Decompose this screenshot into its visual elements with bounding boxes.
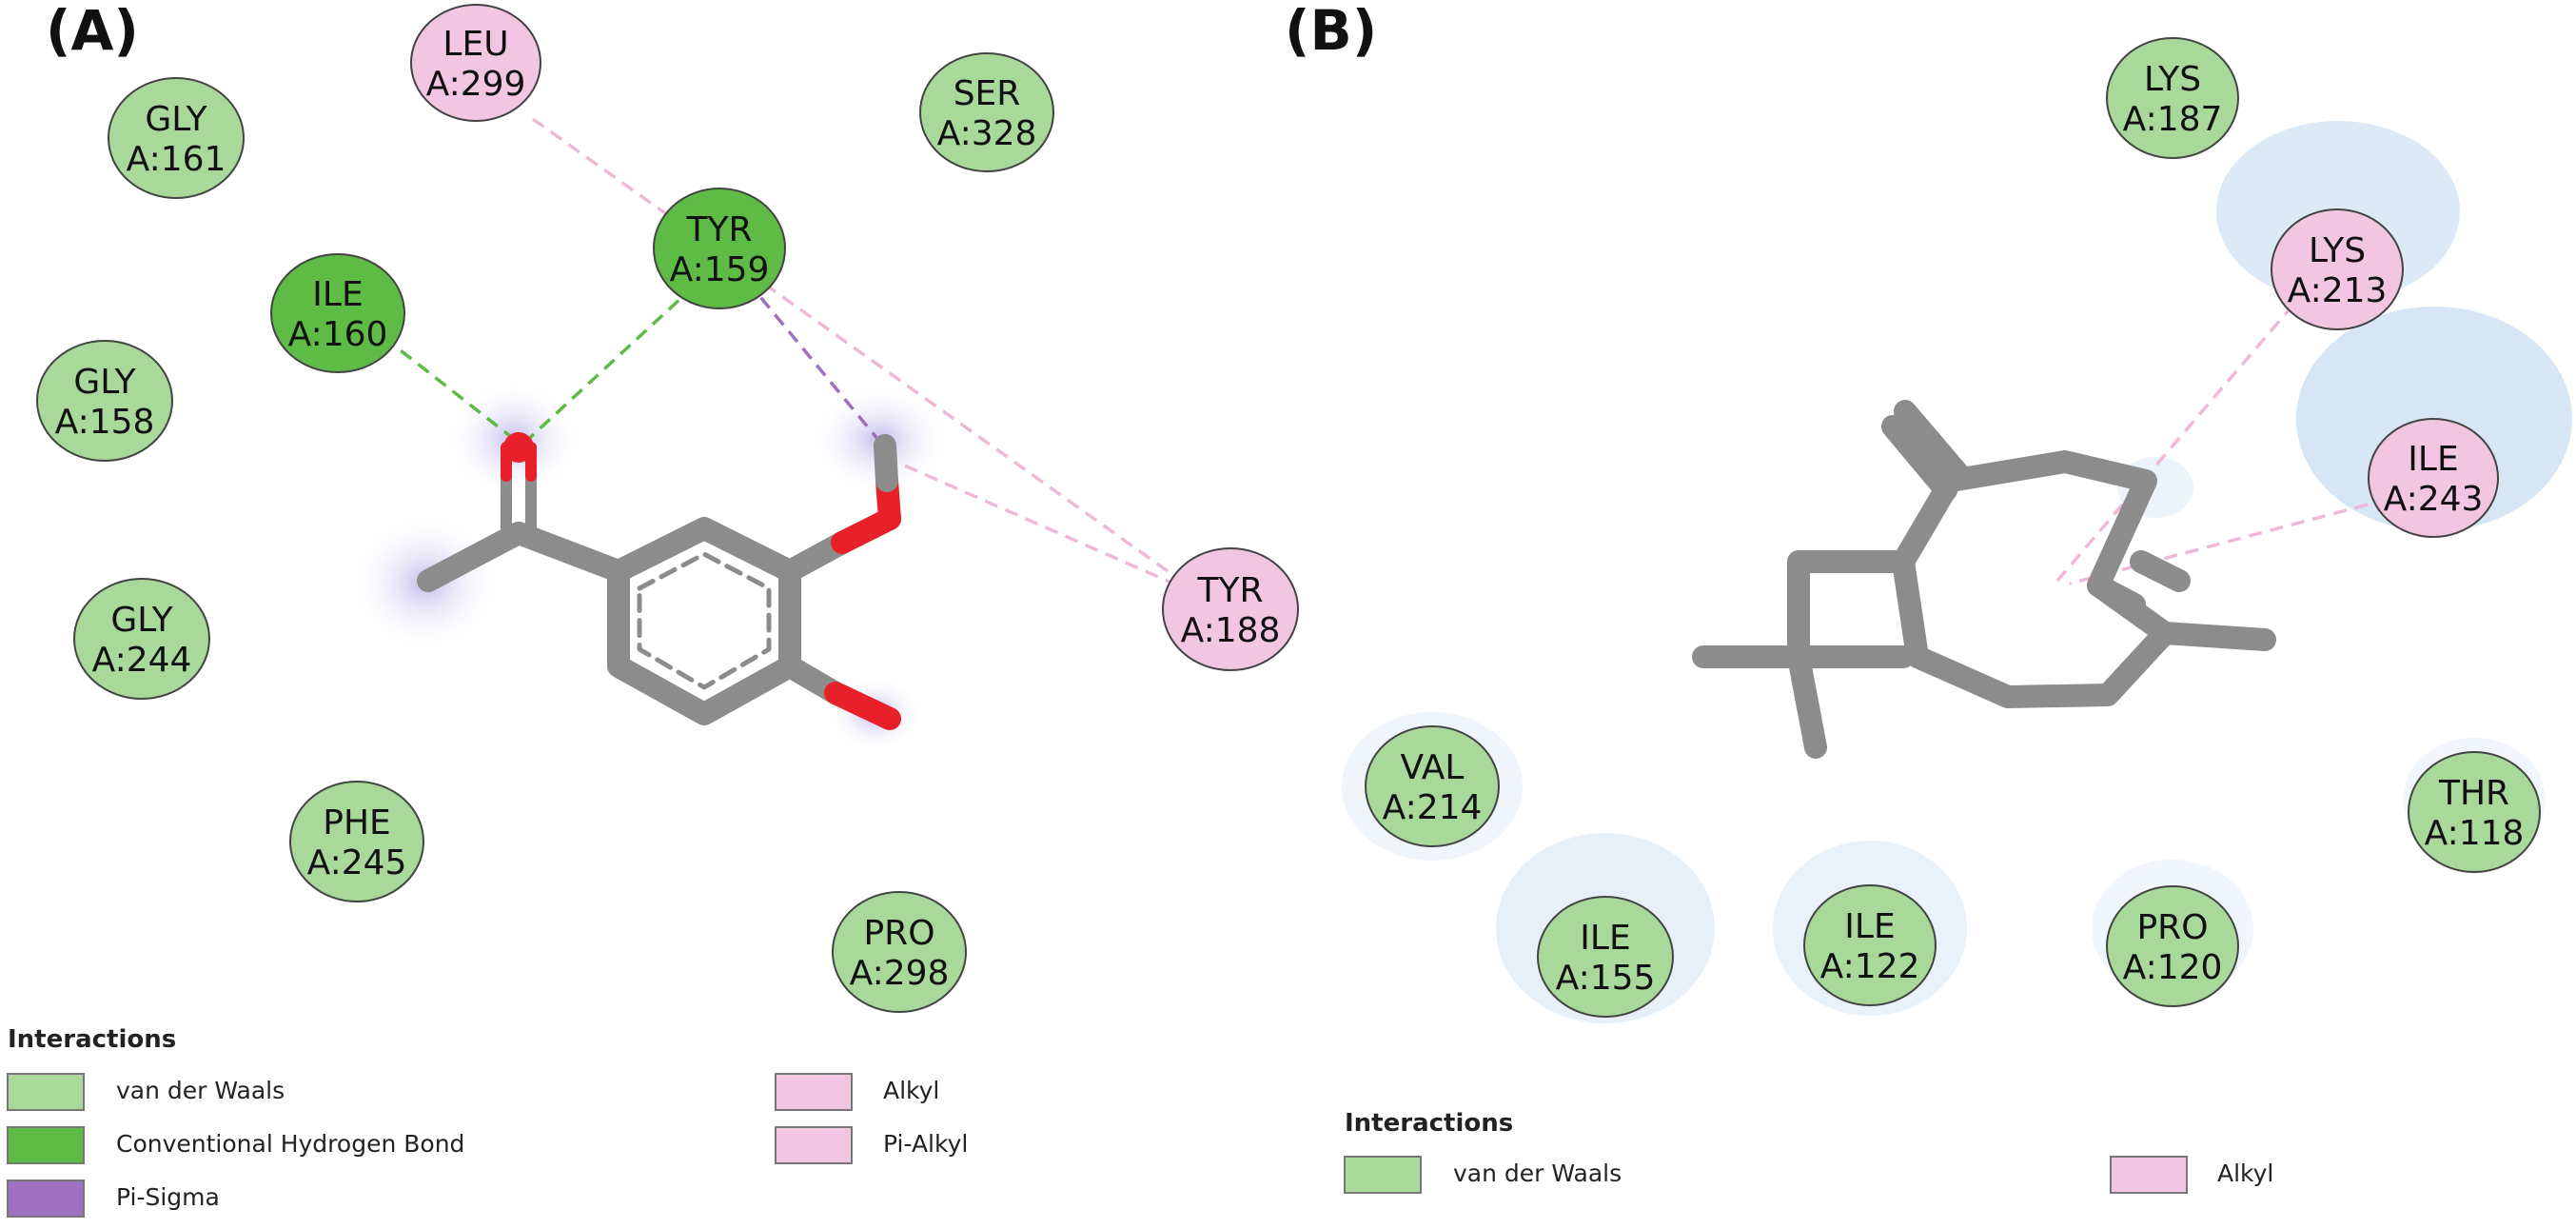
residue-name: GLY [145, 100, 207, 139]
residue-ile155: ILE A:155 [1537, 896, 1674, 1018]
residue-number: A:245 [307, 843, 407, 882]
legend-item-hydrogen-bond: Conventional Hydrogen Bond [7, 1126, 464, 1164]
residue-number: A:160 [288, 315, 388, 354]
ligand-b [1692, 400, 2276, 759]
residue-ile243: ILE A:243 [2368, 418, 2499, 538]
residue-name: THR [2438, 774, 2509, 813]
residue-name: LYS [2309, 231, 2366, 270]
panel-b-interaction-lines [2055, 303, 2369, 585]
residue-name: GLY [73, 363, 136, 402]
legend-swatch [7, 1073, 85, 1111]
alkyl-line-leu299 [531, 117, 1206, 599]
alkyl-line-lys213 [2055, 303, 2295, 583]
panel-a-label: (A) [46, 0, 139, 63]
legend-item-alkyl: Alkyl [2110, 1156, 2273, 1194]
legend-swatch [2110, 1156, 2188, 1194]
legend-swatch [775, 1126, 853, 1164]
residue-pro298: PRO A:298 [832, 891, 967, 1013]
legend-item-pi-alkyl: Pi-Alkyl [775, 1126, 968, 1164]
pisigma-line-tyr159 [745, 279, 885, 447]
hbond-line-tyr159 [520, 284, 697, 447]
residue-number: A:122 [1820, 947, 1920, 986]
residue-tyr188: TYR A:188 [1162, 547, 1299, 671]
panel-a-interaction-lines [364, 117, 1206, 599]
legend-item-pi-sigma: Pi-Sigma [7, 1179, 220, 1218]
legend-item-van-der-waals: van der Waals [1344, 1156, 1622, 1194]
residue-pro120: PRO A:120 [2106, 885, 2239, 1007]
panel-b-legend: Interactions van der Waals Alkyl [1344, 1109, 2273, 1194]
residue-ile122: ILE A:122 [1803, 884, 1937, 1006]
residue-name: ILE [312, 275, 363, 314]
residue-number: A:299 [426, 65, 526, 104]
residue-name: ILE [1580, 919, 1630, 958]
residue-number: A:161 [127, 140, 226, 179]
legend-item-van-der-waals: van der Waals [7, 1073, 285, 1111]
residue-ile160: ILE A:160 [270, 253, 405, 373]
residue-name: LEU [442, 25, 508, 64]
residue-number: A:298 [850, 954, 950, 993]
residue-number: A:243 [2384, 480, 2484, 519]
panel-b-residues: LYS A:187 LYS A:213 ILE A:243 VAL A:214 … [1365, 37, 2541, 1018]
panel-b: (B) [1285, 0, 2572, 1194]
residue-name: GLY [110, 601, 173, 640]
residue-number: A:159 [670, 250, 770, 289]
panel-a-legend: Interactions van der Waals Conventional … [7, 1025, 968, 1218]
residue-name: LYS [2144, 60, 2201, 99]
residue-leu299: LEU A:299 [410, 4, 541, 122]
legend-label: Pi-Alkyl [883, 1130, 968, 1158]
legend-label: Conventional Hydrogen Bond [116, 1130, 464, 1158]
panel-a: (A) [7, 0, 1299, 1218]
residue-name: TYR [1197, 571, 1264, 610]
legend-swatch [7, 1126, 85, 1164]
residue-gly161: GLY A:161 [108, 77, 245, 199]
residue-name: PRO [2136, 908, 2208, 947]
legend-swatch [7, 1179, 85, 1218]
residue-number: A:244 [92, 641, 192, 680]
legend-label: van der Waals [116, 1077, 285, 1104]
residue-name: PRO [863, 914, 934, 953]
legend-label: Alkyl [2217, 1160, 2273, 1187]
legend-title: Interactions [8, 1025, 176, 1054]
residue-phe245: PHE A:245 [289, 781, 424, 902]
residue-lys213: LYS A:213 [2271, 208, 2404, 330]
legend-item-alkyl: Alkyl [775, 1073, 939, 1111]
residue-thr118: THR A:118 [2408, 751, 2541, 873]
legend-swatch [775, 1073, 853, 1111]
residue-tyr159: TYR A:159 [653, 188, 786, 309]
residue-number: A:213 [2288, 271, 2388, 310]
residue-name: ILE [1844, 907, 1895, 946]
panel-a-residues: LEU A:299 GLY A:161 SER A:328 TYR A:159 … [36, 4, 1299, 1013]
residue-number: A:188 [1181, 611, 1281, 650]
alkyl-line-tyr188 [884, 455, 1205, 599]
legend-label: Alkyl [883, 1077, 939, 1104]
residue-name: ILE [2408, 440, 2458, 479]
legend-label: van der Waals [1453, 1160, 1622, 1187]
legend-title: Interactions [1345, 1109, 1513, 1138]
ligand-a [417, 432, 901, 730]
panel-b-label: (B) [1285, 0, 1377, 63]
alkyl-line-ile243 [2069, 503, 2369, 585]
residue-name: PHE [323, 803, 391, 842]
legend-label: Pi-Sigma [116, 1183, 220, 1211]
residue-number: A:214 [1383, 788, 1483, 827]
residue-number: A:155 [1556, 959, 1656, 998]
legend-swatch [1344, 1156, 1422, 1194]
residue-val214: VAL A:214 [1365, 725, 1500, 847]
residue-number: A:158 [55, 403, 155, 442]
residue-gly158: GLY A:158 [36, 340, 173, 462]
residue-gly244: GLY A:244 [73, 578, 210, 700]
residue-number: A:328 [937, 114, 1037, 153]
residue-ser328: SER A:328 [919, 52, 1054, 172]
residue-number: A:118 [2425, 814, 2525, 853]
residue-lys187: LYS A:187 [2106, 37, 2239, 159]
residue-name: SER [954, 74, 1021, 113]
residue-number: A:187 [2123, 100, 2223, 139]
residue-name: TYR [686, 210, 753, 249]
residue-number: A:120 [2123, 948, 2223, 987]
residue-name: VAL [1400, 748, 1464, 787]
